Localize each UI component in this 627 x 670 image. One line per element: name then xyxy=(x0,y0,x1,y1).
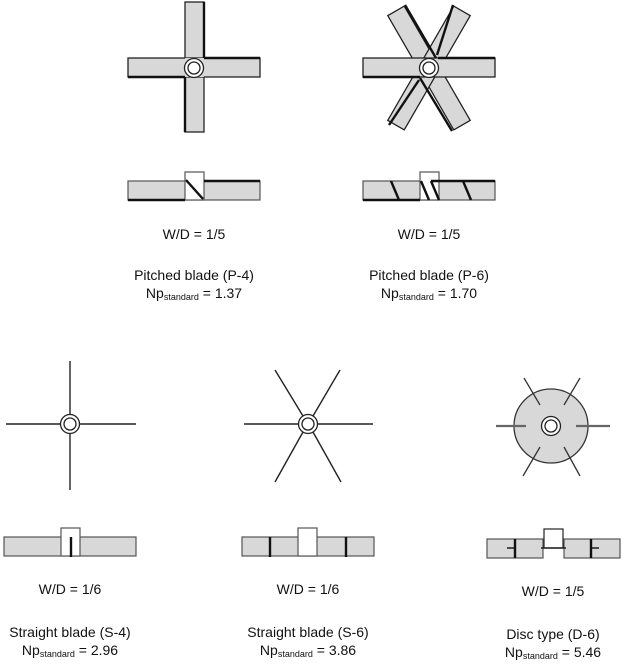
np-value: = 1.70 xyxy=(437,285,478,301)
np-subscript: standard xyxy=(277,649,313,659)
np-value: = 2.96 xyxy=(78,642,119,658)
np-value: = 3.86 xyxy=(316,642,357,658)
np-subscript: standard xyxy=(398,292,434,302)
p4-name: Pitched blade (P-4) xyxy=(134,267,254,283)
np-prefix: Np xyxy=(504,644,523,660)
p6-np: Npstandard = 1.70 xyxy=(349,285,509,306)
p4-np: Npstandard = 1.37 xyxy=(114,285,274,306)
np-prefix: Np xyxy=(259,642,278,658)
s4-name: Straight blade (S-4) xyxy=(9,624,131,640)
np-prefix: Np xyxy=(145,285,164,301)
np-prefix: Np xyxy=(21,642,40,658)
s4-np: Npstandard = 2.96 xyxy=(0,642,145,663)
p4-wd-ratio: W/D = 1/5 xyxy=(162,226,226,242)
p6-wd-ratio: W/D = 1/5 xyxy=(397,226,461,242)
np-prefix: Np xyxy=(380,285,399,301)
s4-wd-ratio: W/D = 1/6 xyxy=(38,581,102,597)
np-subscript: standard xyxy=(39,649,75,659)
np-subscript: standard xyxy=(163,292,199,302)
s6-name: Straight blade (S-6) xyxy=(247,624,369,640)
p6-name: Pitched blade (P-6) xyxy=(369,267,489,283)
d6-np: Npstandard = 5.46 xyxy=(478,644,627,665)
s6-np: Npstandard = 3.86 xyxy=(233,642,383,663)
d6-wd-ratio: W/D = 1/5 xyxy=(521,583,585,599)
np-value: = 1.37 xyxy=(202,285,243,301)
np-subscript: standard xyxy=(522,651,558,661)
np-value: = 5.46 xyxy=(561,644,602,660)
d6-name: Disc type (D-6) xyxy=(506,626,600,642)
s6-wd-ratio: W/D = 1/6 xyxy=(276,581,340,597)
